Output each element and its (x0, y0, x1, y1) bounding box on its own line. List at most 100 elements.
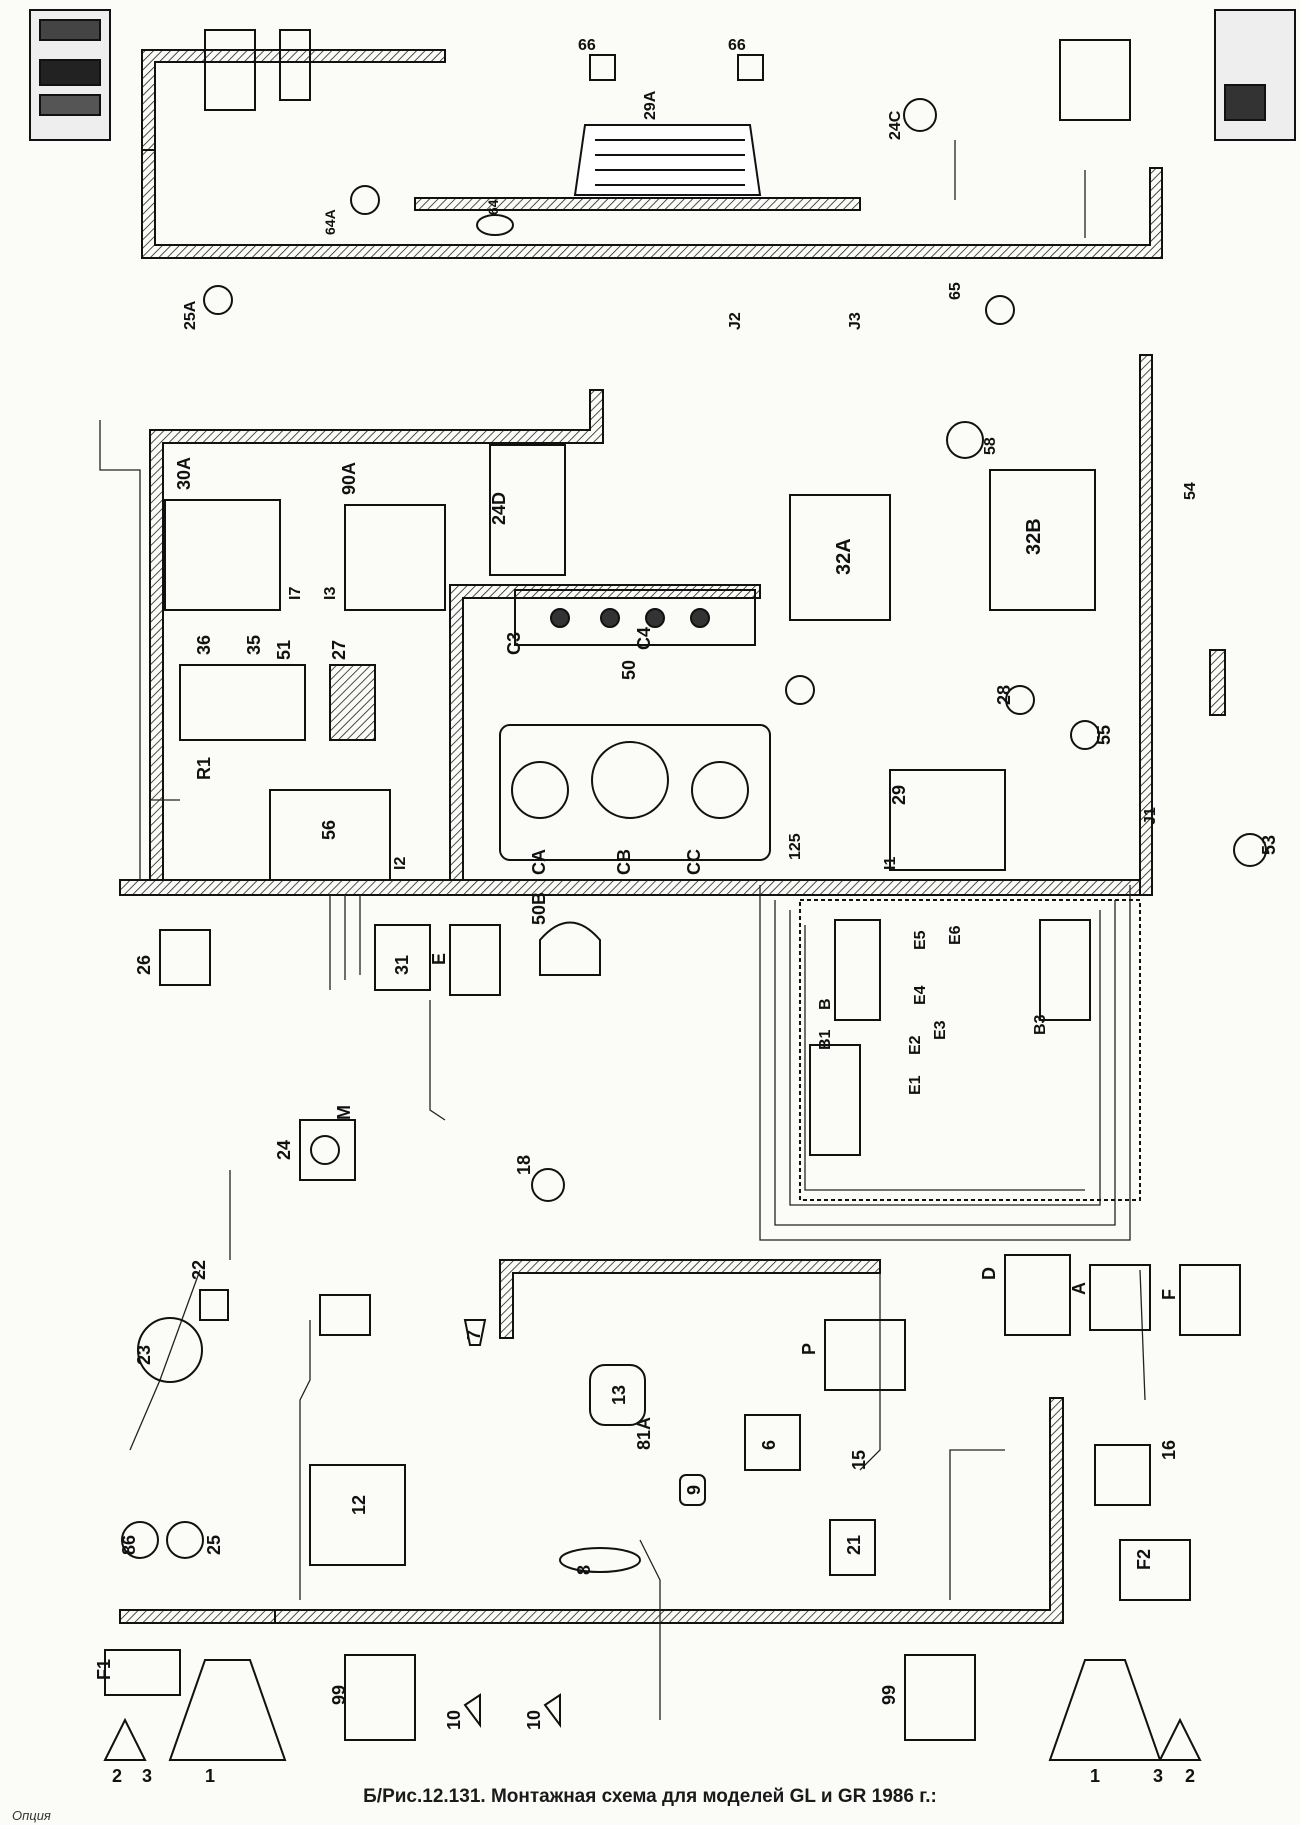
coil-22 (199, 1289, 229, 1321)
switch-32B (989, 469, 1096, 611)
label-32A: 32A (833, 538, 855, 575)
switch-65 (985, 295, 1015, 325)
label-13: 13 (609, 1385, 629, 1405)
module-56 (269, 789, 391, 881)
connector-F (1179, 1264, 1241, 1336)
battery-12 (309, 1464, 406, 1566)
label-99a: 99 (329, 1685, 349, 1705)
rear-defroster-29A (573, 124, 762, 196)
label-25A: 25A (182, 300, 199, 330)
label-R1: R1 (194, 757, 214, 780)
label-36: 36 (194, 635, 214, 655)
label-F1: F1 (94, 1659, 114, 1680)
connector-block (1059, 39, 1131, 121)
instrument-cluster (499, 724, 771, 861)
label-15: 15 (849, 1450, 869, 1470)
harness-middle (449, 584, 761, 881)
label-J2: J2 (727, 312, 744, 330)
regulator-21 (829, 1519, 876, 1576)
connector-block (279, 29, 311, 101)
connector-F2 (1119, 1539, 1191, 1601)
switch-18 (531, 1168, 565, 1202)
motor-24 (299, 1119, 356, 1181)
starter-13 (589, 1364, 646, 1426)
label-M: M (334, 1105, 354, 1120)
switch-32A (789, 494, 891, 621)
label-B1: B1 (817, 1029, 834, 1050)
label-32B: 32B (1023, 518, 1045, 555)
label-30A: 30A (174, 457, 194, 490)
horn-10-left (463, 1693, 481, 1728)
label-headlight-left-1: 1 (205, 1766, 215, 1786)
components (29, 9, 1296, 1761)
reservoir-16 (1094, 1444, 1151, 1506)
label-I3: I3 (322, 587, 339, 600)
label-E5: E5 (912, 930, 929, 950)
fuse-block-B1 (809, 1044, 861, 1156)
headlight-left (168, 1659, 287, 1761)
component-labels: 66 66 29A 24C 64A 64 25A 65 30A 90A 24D … (94, 37, 1279, 1786)
label-P: P (799, 1343, 819, 1355)
label-I2: I2 (392, 857, 409, 870)
label-sidelamp-right-3: 3 (1153, 1766, 1163, 1786)
warning-lamps-panel (514, 589, 756, 646)
radio-36-35-51 (179, 664, 306, 741)
lamp-64A (350, 185, 380, 215)
label-65: 65 (947, 282, 964, 300)
label-64A: 64A (322, 209, 338, 235)
motor-24C (903, 98, 937, 132)
label-E1: E1 (907, 1075, 924, 1095)
label-C4: C4 (634, 627, 654, 650)
connector-F1 (104, 1649, 181, 1696)
label-81A: 81A (634, 1417, 654, 1450)
label-25: 25 (204, 1535, 224, 1555)
label-18: 18 (514, 1155, 534, 1175)
label-51: 51 (274, 640, 294, 660)
harness-top-left-branch (141, 49, 446, 151)
label-CA: CA (529, 849, 549, 875)
label-16: 16 (1159, 1440, 1179, 1460)
harness-bottom-loop (274, 1397, 1064, 1624)
speaker-66-left (589, 54, 616, 81)
label-I7: I7 (287, 587, 304, 600)
option-note: Опция (12, 1808, 51, 1823)
module-30A (164, 499, 281, 611)
label-23: 23 (134, 1345, 154, 1365)
label-9: 9 (684, 1485, 704, 1495)
label-99b: 99 (879, 1685, 899, 1705)
label-I1: I1 (882, 857, 899, 870)
connector-E (449, 924, 501, 996)
label-35: 35 (244, 635, 264, 655)
harness-main-horizontal (119, 879, 1141, 896)
harness-rear-right (1209, 649, 1226, 716)
sidelamp-right (1158, 1717, 1202, 1761)
label-24C: 24C (887, 110, 904, 140)
label-28: 28 (994, 685, 1014, 705)
label-21: 21 (844, 1535, 864, 1555)
connector-99-left (344, 1654, 416, 1741)
label-CC: CC (684, 849, 704, 875)
label-27: 27 (329, 640, 349, 660)
label-C3: C3 (504, 632, 524, 655)
relay-25A (203, 285, 233, 315)
fuse-block-B3 (1039, 919, 1091, 1021)
gauge-55 (1070, 720, 1100, 750)
label-J3: J3 (847, 312, 864, 330)
connector-D (1004, 1254, 1071, 1336)
label-headlight-right-1: 1 (1090, 1766, 1100, 1786)
sender-53 (1233, 833, 1267, 867)
block-27 (329, 664, 376, 741)
label-29A: 29A (642, 90, 659, 120)
label-50: 50 (619, 660, 639, 680)
speaker-66-right (737, 54, 764, 81)
label-66b: 66 (728, 37, 746, 54)
label-sidelamp-left-2: 2 (112, 1766, 122, 1786)
label-66a: 66 (578, 37, 596, 54)
connector-block (204, 29, 256, 111)
harness-right-vertical (1139, 354, 1153, 896)
label-10a: 10 (444, 1710, 464, 1730)
wires (99, 140, 1146, 1720)
label-F: F (1159, 1289, 1179, 1300)
label-24D: 24D (489, 492, 509, 525)
